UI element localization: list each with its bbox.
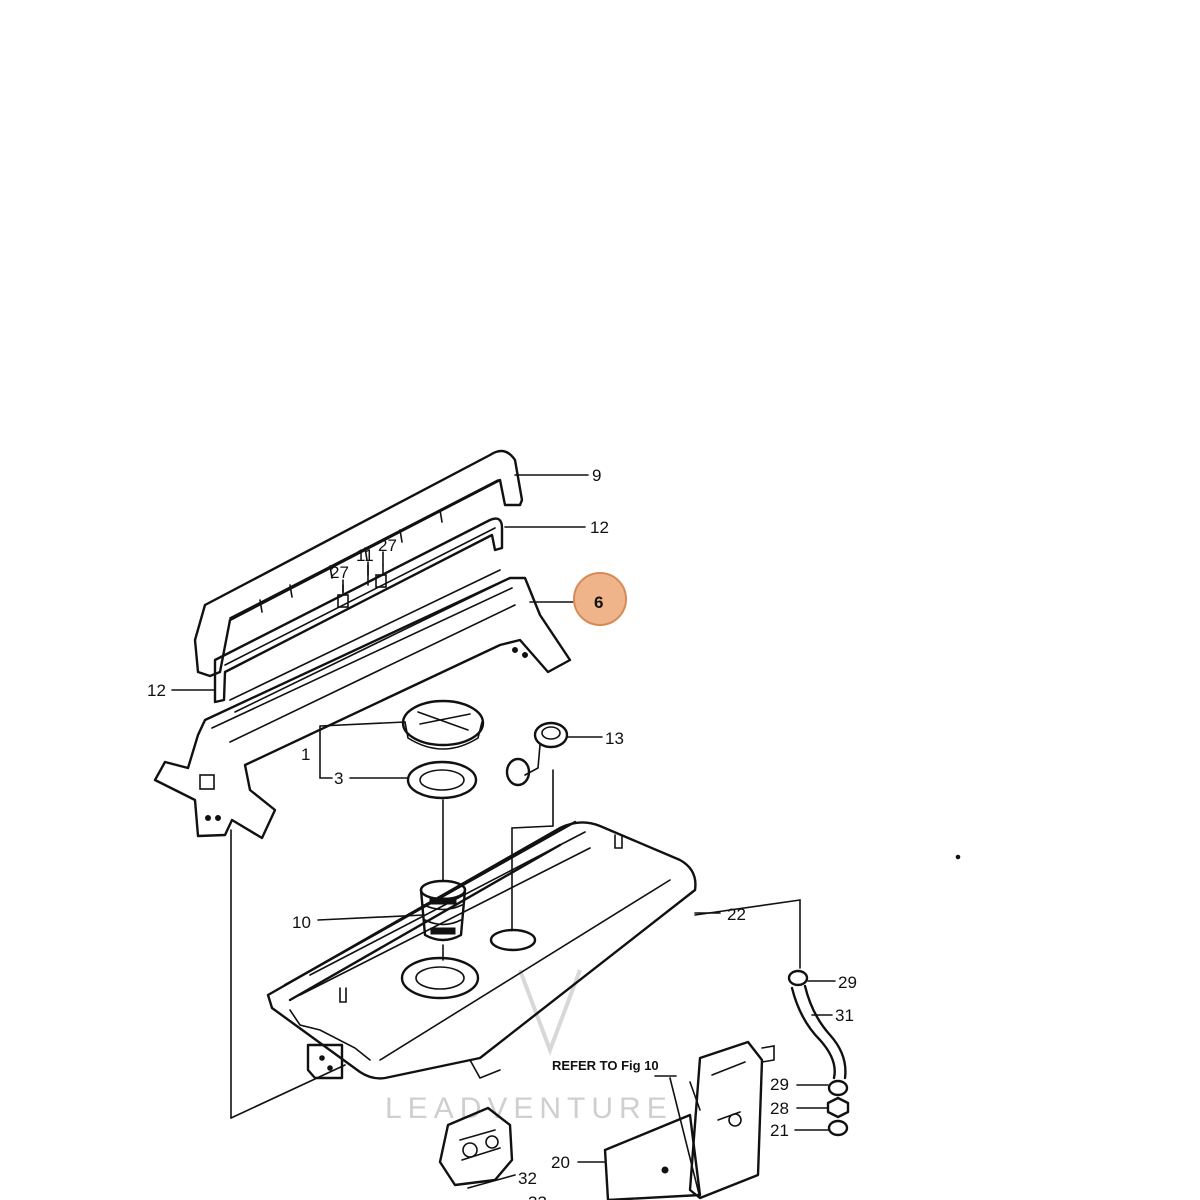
reference-note: REFER TO Fig 10 [552,1058,659,1073]
leader-lines [171,474,836,1199]
label-28: 28 [770,1099,789,1118]
highlight-marker[interactable] [573,572,627,626]
label-31: 31 [835,1006,854,1025]
label-10: 10 [292,913,311,932]
label-12-top: 12 [590,518,609,537]
watermark: LEADVENTURE [385,969,673,1125]
watermark-text: LEADVENTURE [385,1092,673,1125]
label-33: 33 [528,1193,547,1200]
cover-plate-part [603,1113,702,1200]
label-3: 3 [334,769,343,788]
label-27-left: 27 [330,563,349,582]
fuel-cap-part [401,699,485,750]
label-13: 13 [605,729,624,748]
fuel-hose-parts [787,969,850,1137]
label-21: 21 [770,1121,789,1140]
label-12-left: 12 [147,681,166,700]
label-11: 11 [356,546,374,565]
label-6: 6 [594,593,603,612]
frame-part [153,569,572,840]
label-9: 9 [592,466,601,485]
fuel-tank-part [266,820,697,1080]
part-labels: 9 12 27 11 27 6 12 1 3 13 10 22 29 31 29… [147,466,857,1200]
cap-seal-ring-part [406,760,478,800]
label-1: 1 [301,745,310,764]
label-20: 20 [551,1153,570,1172]
stray-dot [955,854,961,860]
label-22: 22 [727,905,746,924]
carburetor-part [438,1106,514,1187]
label-29-top: 29 [838,973,857,992]
gasket-part [213,517,504,704]
label-32: 32 [518,1169,537,1188]
fuel-gauge-part [505,721,569,787]
label-27-right: 27 [378,536,397,555]
label-29-bottom: 29 [770,1075,789,1094]
bracket-part [688,1040,775,1200]
